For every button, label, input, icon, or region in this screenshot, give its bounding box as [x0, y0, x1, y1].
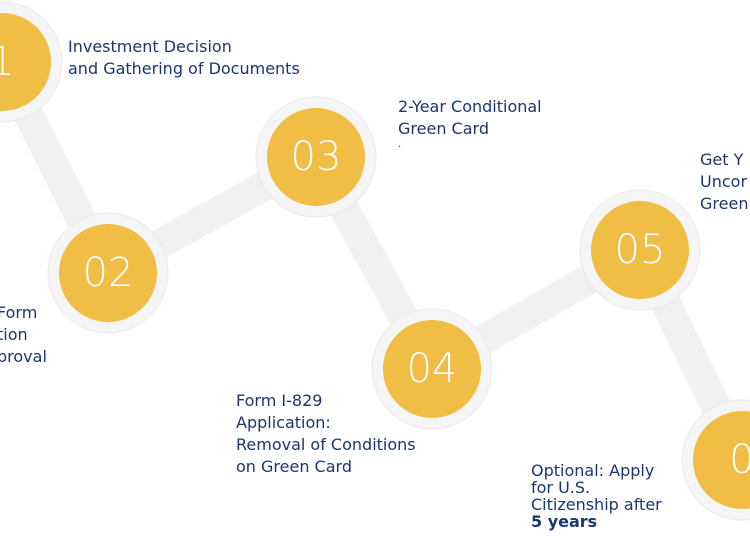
step-1-circle: [0, 13, 51, 111]
step-5-label: Get Y Uncor Green: [700, 149, 748, 215]
step-6-label-line-3: Citizenship after: [531, 495, 662, 514]
step-2-circle: [59, 224, 157, 322]
step-2-number: 02: [83, 250, 134, 296]
step-3-number: 03: [291, 134, 342, 180]
step-4-number: 04: [407, 346, 458, 392]
step-6-number: 0: [729, 437, 750, 483]
step-6-label-line-1: Optional: Apply: [531, 461, 655, 480]
step-4-label-line-3: Removal of Conditions: [236, 435, 416, 454]
step-node-3: 03: [255, 96, 377, 218]
step-1-number: 1: [0, 39, 15, 85]
step-4-circle: [383, 320, 481, 418]
step-node-4: 04: [371, 308, 493, 430]
step-2-label-line-2: tion: [0, 325, 28, 344]
step-2-label-line-3: proval: [0, 347, 47, 366]
step-node-2: 02: [47, 212, 169, 334]
step-1-label-line-1: Investment Decision: [68, 37, 232, 56]
step-6-label: Optional: Apply for U.S. Citizenship aft…: [531, 462, 662, 530]
step-5-circle: [591, 201, 689, 299]
step-3-label-line-3: .: [398, 139, 402, 150]
step-6-label-emphasis: 5 years: [531, 512, 598, 531]
step-1-label: Investment Decision and Gathering of Doc…: [68, 36, 300, 80]
step-6-label-line-2: for U.S.: [531, 478, 591, 497]
step-3-label-line-1: 2-Year Conditional: [398, 97, 542, 116]
step-5-label-line-2: Uncor: [700, 172, 748, 191]
step-4-label: Form I-829 Application: Removal of Condi…: [236, 390, 416, 478]
step-4-label-line-4: on Green Card: [236, 457, 352, 476]
step-5-number: 05: [615, 227, 666, 273]
step-3-label: 2-Year Conditional Green Card .: [398, 96, 542, 150]
step-1-label-line-2: and Gathering of Documents: [68, 59, 300, 78]
step-6-circle: [693, 411, 750, 509]
step-2-label: Form tion proval: [0, 302, 47, 368]
step-4-label-line-1: Form I-829: [236, 391, 323, 410]
step-node-6: 0: [681, 399, 750, 521]
step-5-label-line-3: Green: [700, 194, 749, 213]
step-3-label-line-2: Green Card: [398, 119, 489, 138]
step-3-circle: [267, 108, 365, 206]
step-4-label-line-2: Application:: [236, 413, 331, 432]
step-node-5: 05: [579, 189, 701, 311]
step-node-1: 1: [0, 1, 63, 123]
step-5-label-line-1: Get Y: [700, 150, 744, 169]
step-2-label-line-1: Form: [0, 303, 38, 322]
timeline-nodes: 1 02 03 04 05 0: [0, 1, 750, 521]
